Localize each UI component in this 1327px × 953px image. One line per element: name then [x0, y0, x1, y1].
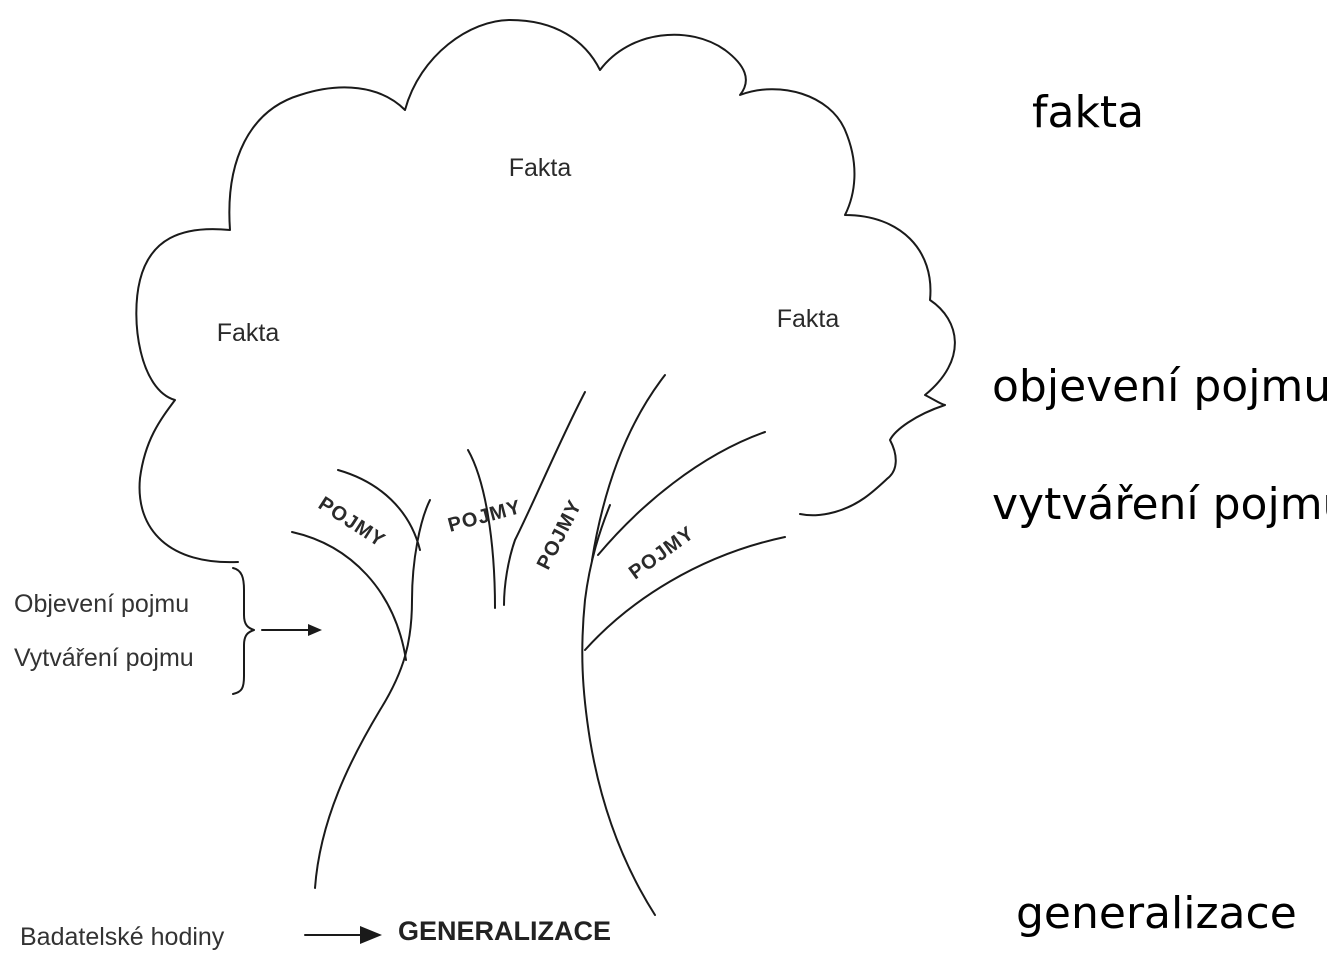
trunk-left [314, 499, 431, 889]
annotation-line-1: Objevení pojmu [14, 590, 189, 618]
crown-outline [135, 19, 956, 564]
right-label-generalizace: generalizace [1016, 888, 1297, 939]
crown-label-right: Fakta [777, 305, 840, 333]
branch-2-right [503, 391, 586, 606]
annotation-line-2: Vytváření pojmu [14, 644, 194, 672]
annotation-arrow [261, 624, 322, 636]
branch-1-lower [291, 531, 407, 661]
branch-3-left [591, 374, 666, 561]
branch-2-left [467, 449, 496, 609]
branch-label-4: POJMY [625, 522, 699, 584]
right-label-objeveni: objevení pojmu [992, 361, 1327, 412]
branch-4-upper [597, 431, 766, 556]
branch-1-upper [337, 469, 421, 551]
bottom-arrow [304, 926, 382, 944]
crown-label-top: Fakta [509, 154, 572, 182]
annotation-brace [232, 567, 255, 695]
bottom-left-label: Badatelské hodiny [20, 923, 225, 951]
branch-4-lower [584, 536, 786, 651]
right-label-fakta: fakta [1032, 87, 1144, 138]
crown-label-left: Fakta [217, 319, 280, 347]
branch-label-3: POJMY [533, 496, 587, 573]
bottom-generalizace: GENERALIZACE [398, 916, 611, 946]
right-label-vytvareni: vytváření pojmu [992, 479, 1327, 530]
